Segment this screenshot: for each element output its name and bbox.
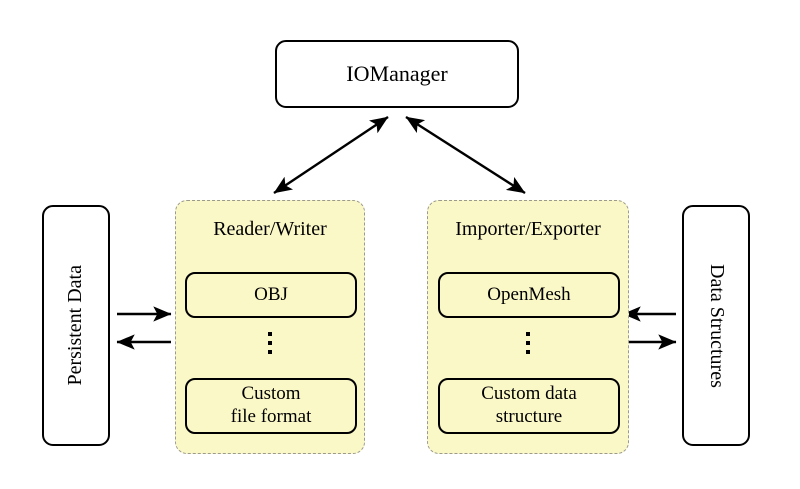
box-openmesh: OpenMesh	[438, 272, 620, 318]
box-custom-data-structure-line1: Custom data	[481, 383, 577, 405]
group-importer-exporter-title: Importer/Exporter	[455, 218, 601, 240]
box-obj: OBJ	[185, 272, 357, 318]
box-custom-file-format: Custom file format	[185, 378, 357, 434]
node-persistent-data: Persistent Data	[42, 205, 110, 446]
node-persistent-data-label: Persistent Data	[64, 265, 87, 386]
node-data-structures: Data Structures	[682, 205, 750, 446]
node-iomanager: IOManager	[275, 40, 519, 108]
box-obj-label: OBJ	[254, 283, 288, 305]
box-custom-file-format-line1: Custom	[241, 383, 301, 405]
node-data-structures-label: Data Structures	[705, 263, 728, 388]
importer-exporter-ellipsis-icon	[428, 327, 628, 359]
connector-manager-importerexporter	[405, 115, 526, 195]
box-custom-data-structure-line2: structure	[495, 406, 563, 427]
group-reader-writer: Reader/Writer OBJ Custom file format	[175, 200, 365, 454]
reader-writer-ellipsis-icon	[176, 327, 364, 359]
box-custom-data-structure: Custom data structure	[438, 378, 620, 434]
box-openmesh-label: OpenMesh	[487, 283, 571, 305]
box-custom-file-format-line2: file format	[230, 406, 312, 427]
group-importer-exporter: Importer/Exporter OpenMesh Custom data s…	[427, 200, 629, 454]
node-iomanager-label: IOManager	[346, 61, 448, 87]
connector-manager-readerwriter	[273, 116, 389, 194]
group-reader-writer-title: Reader/Writer	[213, 218, 327, 240]
